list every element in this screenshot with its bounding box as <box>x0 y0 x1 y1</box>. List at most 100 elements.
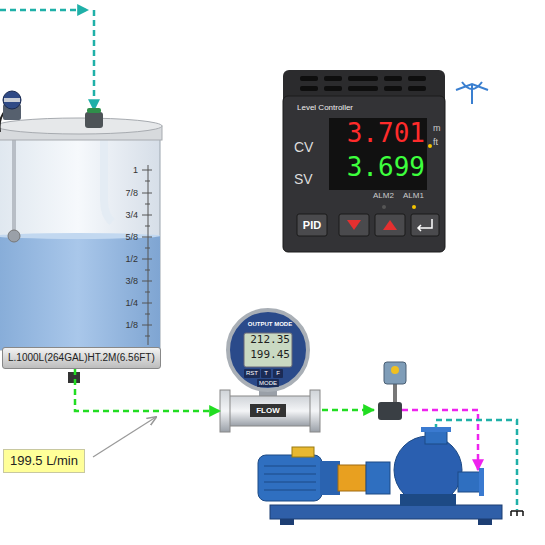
scale-mark: 3/4 <box>104 209 138 221</box>
level-controller-part-part <box>348 86 378 91</box>
level-scale-part <box>145 270 150 271</box>
scale-mark: 3/8 <box>104 275 138 287</box>
level-scale-part <box>142 193 152 194</box>
level-sensor-part <box>4 98 20 102</box>
level-controller-part <box>418 219 432 231</box>
flow-meter-part <box>244 369 260 378</box>
centrifugal-pump-part <box>338 465 366 491</box>
button-label: PID <box>297 214 327 236</box>
level-scale-part <box>142 281 152 282</box>
centrifugal-pump-part <box>366 462 390 494</box>
device-title: OUTPUT MODE <box>220 321 320 327</box>
process-pipe-part <box>322 409 374 412</box>
tank-label-plate: L.1000L(264GAL)HT.2M(6.56FT) <box>2 347 161 369</box>
button-label: RST <box>244 369 260 378</box>
level-controller-part <box>339 214 369 236</box>
flow-meter-part <box>257 379 279 387</box>
level-controller <box>283 70 445 252</box>
signal-line-part <box>93 10 96 110</box>
ground-symbol-part <box>516 511 518 516</box>
flow-meter-part <box>228 396 312 426</box>
node-label: 199.5 L/min <box>10 453 78 469</box>
level-controller-part-part <box>408 76 426 81</box>
centrifugal-pump-part-part <box>264 465 316 466</box>
level-scale-part <box>145 226 150 227</box>
level-controller-part-part <box>384 76 402 81</box>
level-controller-part-part <box>324 86 342 91</box>
centrifugal-pump-part <box>280 519 294 525</box>
level-controller-part <box>300 76 426 91</box>
flow-meter-part <box>273 369 283 378</box>
unit-label: ft <box>433 138 438 147</box>
control-valve-part <box>378 402 402 420</box>
display-value: 212.35 <box>250 334 290 345</box>
level-controller-part-part <box>384 86 402 91</box>
level-scale-part <box>148 165 149 345</box>
centrifugal-pump-part <box>258 455 322 501</box>
button-label: MODE <box>257 379 279 387</box>
control-valve-part <box>391 366 399 374</box>
flow-meter-body: OUTPUT MODE212.35199.45RSTTFMODEFLOW <box>220 308 320 432</box>
level-controller-part-part <box>300 86 318 91</box>
level-controller-part-part <box>300 76 318 81</box>
ground-symbol-part <box>510 511 512 516</box>
water-tank-part <box>8 230 20 242</box>
level-controller-part <box>382 205 386 209</box>
wireless-icon <box>456 82 488 104</box>
signal-line-part <box>0 9 88 12</box>
wireless-icon-part <box>471 84 473 104</box>
unit-label: m <box>433 124 441 133</box>
level-controller-part <box>283 96 445 252</box>
centrifugal-pump <box>258 427 502 525</box>
centrifugal-pump-part <box>394 436 462 504</box>
display-value: 3.701 <box>347 120 425 146</box>
water-tank-part <box>0 236 160 350</box>
level-controller-part <box>297 214 327 236</box>
centrifugal-pump-part-part <box>264 481 316 482</box>
level-scale-part <box>145 336 150 337</box>
button-label: F <box>273 369 283 378</box>
alarm-label: ALM2 <box>373 192 394 200</box>
centrifugal-pump-part <box>270 505 502 519</box>
level-sensor-part <box>87 108 101 113</box>
level-controller-part-part <box>348 76 378 81</box>
centrifugal-pump-part <box>425 430 447 444</box>
centrifugal-pump-part <box>479 468 484 496</box>
flow-pipe <box>75 369 220 411</box>
level-scale-part <box>145 292 150 293</box>
flow-meter-part <box>310 390 320 432</box>
wireless-icon-part <box>456 84 488 90</box>
control-valve-part <box>384 362 406 384</box>
value-tag: SV <box>294 172 313 186</box>
value-tag: CV <box>294 140 313 154</box>
level-controller-part-part <box>408 86 426 91</box>
level-scale-part <box>142 325 152 326</box>
centrifugal-pump-part <box>400 494 456 506</box>
water-tank-part <box>0 138 160 350</box>
level-controller-part <box>375 214 405 236</box>
display-value: 199.45 <box>250 349 290 360</box>
level-scale-part <box>145 248 150 249</box>
level-scale-part <box>145 314 150 315</box>
scale-mark: 7/8 <box>104 187 138 199</box>
node-label: L.1000L(264GAL)HT.2M(6.56FT) <box>8 352 155 364</box>
scale-mark: 5/8 <box>104 231 138 243</box>
flow-meter <box>220 310 320 432</box>
leader-line <box>93 417 156 457</box>
display-value: 3.699 <box>347 154 425 180</box>
callout-box: 199.5 L/min <box>3 449 85 473</box>
scale-mark: 1/4 <box>104 297 138 309</box>
process-pipe <box>322 410 517 510</box>
level-controller-part <box>347 220 361 230</box>
centrifugal-pump-part <box>421 427 451 432</box>
level-controller-part <box>329 118 427 190</box>
centrifugal-pump-part <box>478 519 492 525</box>
flow-meter-part <box>220 390 230 432</box>
level-scale-part <box>142 303 152 304</box>
centrifugal-pump-part <box>458 472 480 492</box>
scale-mark: 1/8 <box>104 319 138 331</box>
water-tank-part <box>12 140 16 234</box>
centrifugal-pump-part-part <box>264 489 316 490</box>
level-scale-part <box>142 259 152 260</box>
